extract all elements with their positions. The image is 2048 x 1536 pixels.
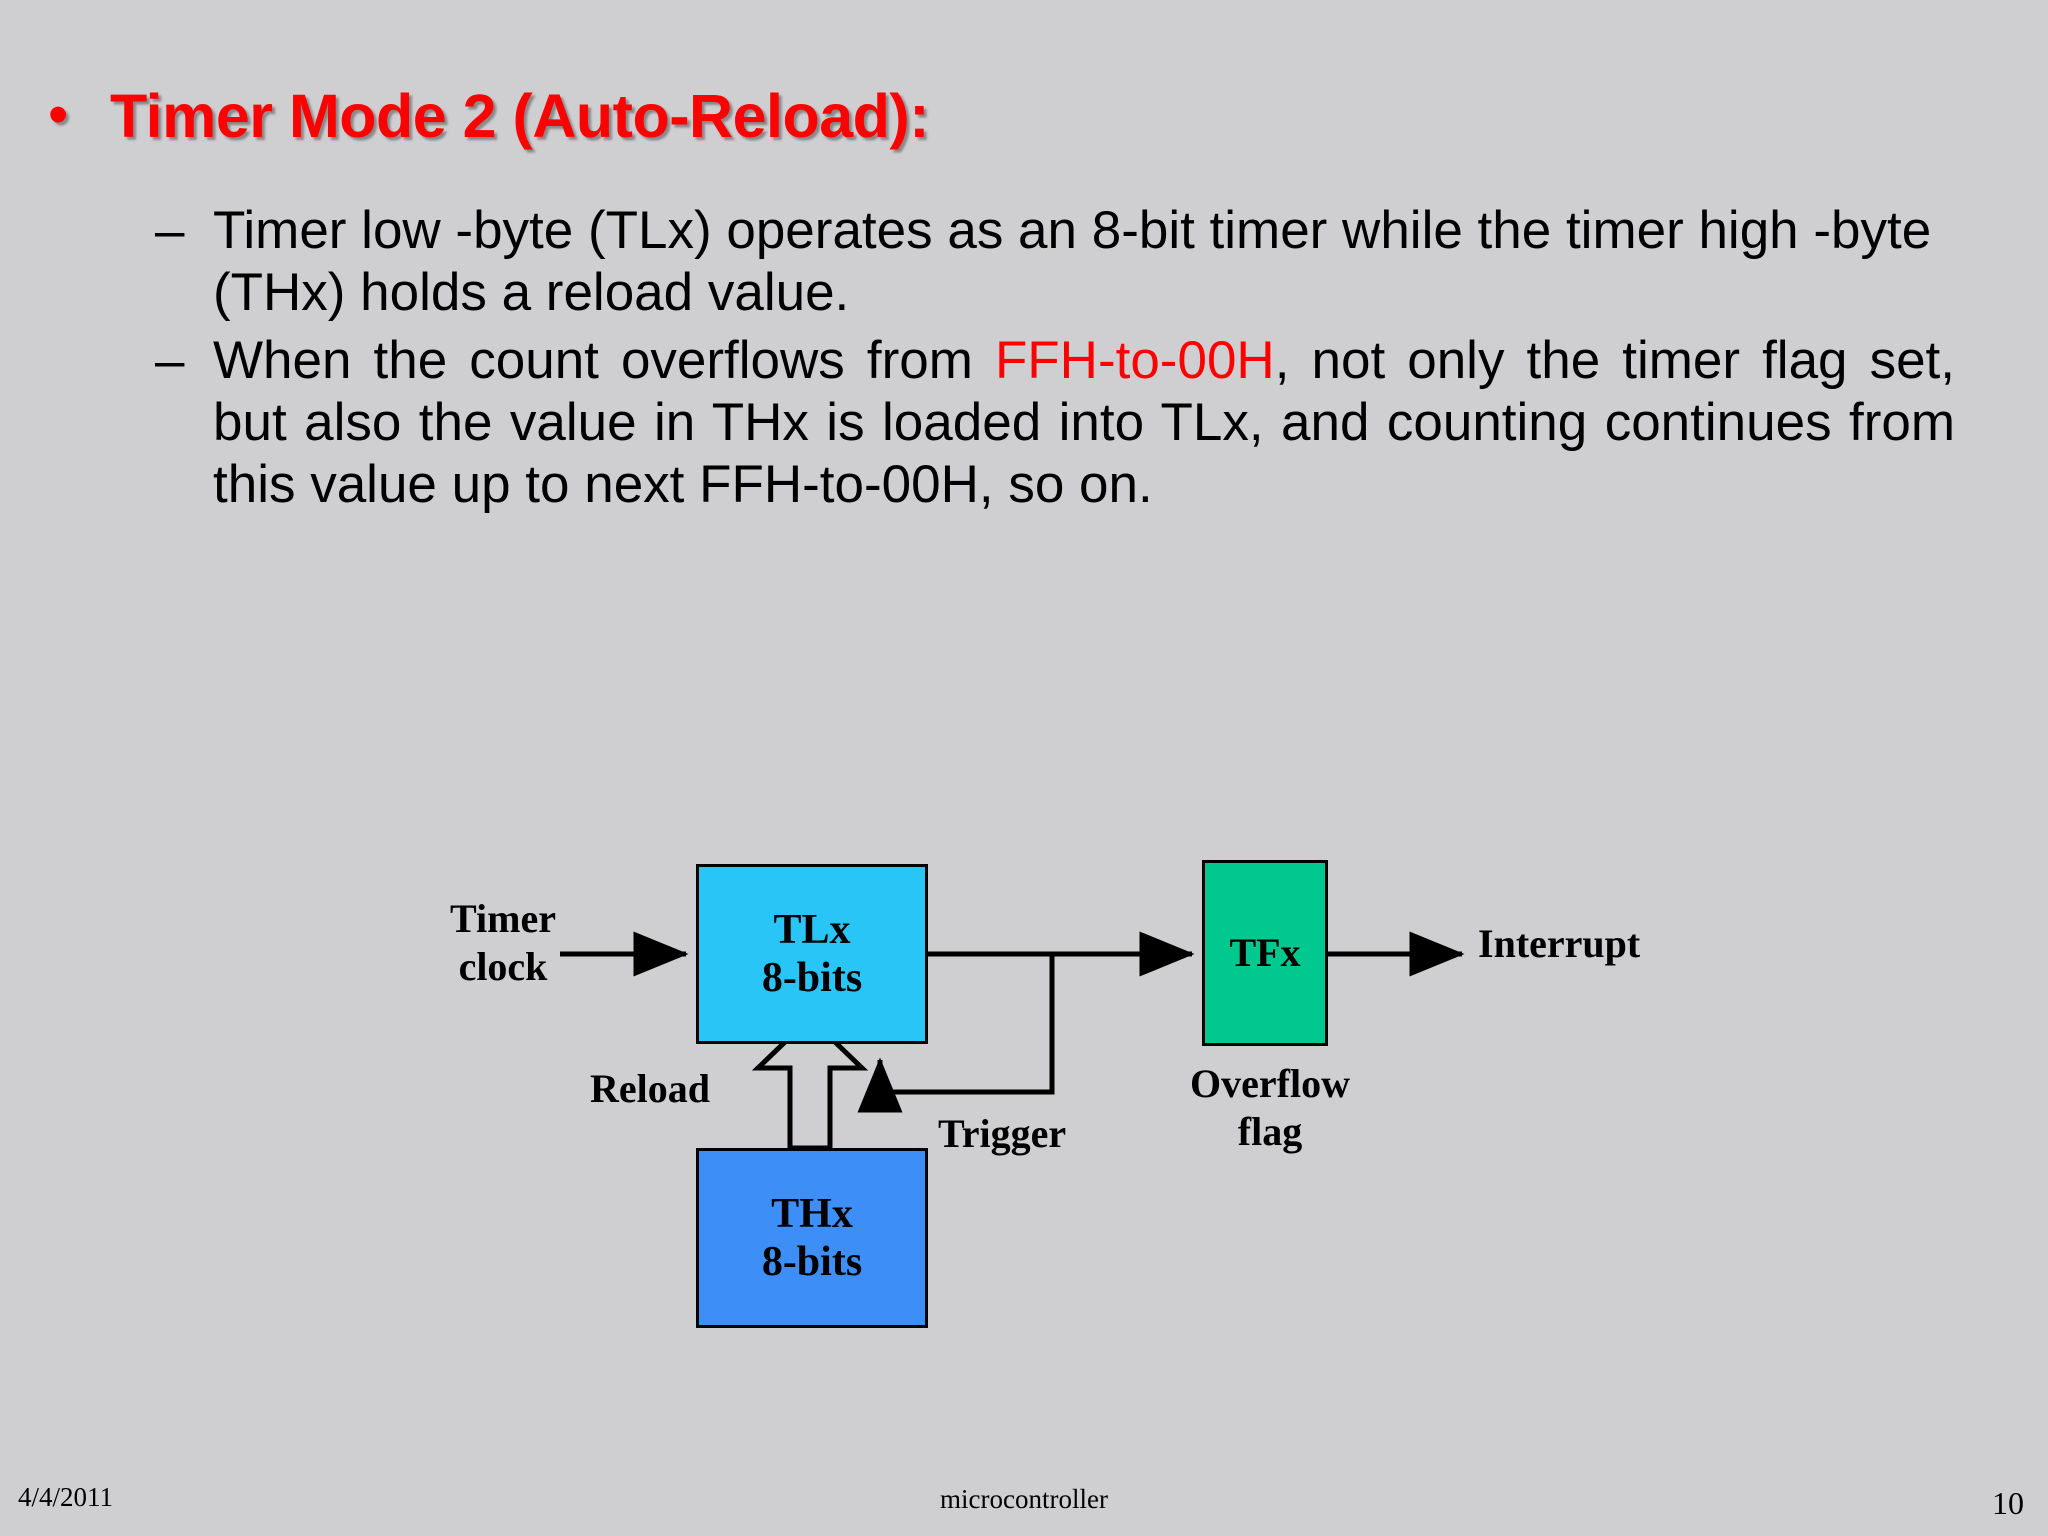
bullet-text-2: When the count overflows from FFH-to-00H…	[213, 330, 1955, 516]
label-reload: Reload	[590, 1066, 710, 1111]
footer-date: 4/4/2011	[18, 1482, 114, 1512]
label-overflow-line1: Overflow	[1190, 1061, 1350, 1106]
bullet-text-2-highlight: FFH-to-00H	[994, 331, 1275, 390]
label-timer-clock-line1: Timer	[450, 896, 556, 941]
block-thx: THx 8-bits	[696, 1148, 928, 1328]
label-overflow-line2: flag	[1237, 1109, 1303, 1154]
bullet-dash-icon: –	[155, 201, 185, 260]
bullet-text-1: Timer low -byte (TLx) operates as an 8-b…	[213, 201, 1932, 322]
label-timer-clock: Timer clock	[398, 895, 608, 991]
block-tlx-line1: TLx	[773, 906, 851, 953]
footer-page-number: 10	[1992, 1485, 2024, 1521]
bullet-item-1: – Timer low -byte (TLx) operates as an 8…	[155, 200, 1945, 324]
page-title: Timer Mode 2 (Auto-Reload):	[110, 82, 930, 150]
bullet-item-2: – When the count overflows from FFH-to-0…	[155, 330, 1955, 516]
block-tlx: TLx 8-bits	[696, 864, 928, 1044]
block-tfx-line1: TFx	[1229, 930, 1301, 975]
block-tlx-line2: 8-bits	[761, 955, 863, 1001]
block-thx-line1: THx	[771, 1190, 853, 1237]
bullet-text-2-post: , not only the timer flag set, but also …	[213, 331, 1956, 514]
block-thx-line2: 8-bits	[761, 1239, 863, 1285]
bullet-dash-icon: –	[155, 331, 185, 390]
label-trigger: Trigger	[938, 1111, 1067, 1156]
title-bullet-icon: •	[48, 82, 69, 147]
bullet-text-2-pre: When the count overflows from	[213, 331, 995, 390]
block-tfx: TFx	[1202, 860, 1328, 1046]
label-interrupt: Interrupt	[1478, 921, 1641, 966]
label-timer-clock-line2: clock	[458, 944, 548, 989]
footer-title: microcontroller	[940, 1484, 1108, 1514]
label-overflow-flag: Overflow flag	[1160, 1060, 1380, 1156]
slide-title: • Timer Mode 2 (Auto-Reload):	[48, 80, 1948, 152]
